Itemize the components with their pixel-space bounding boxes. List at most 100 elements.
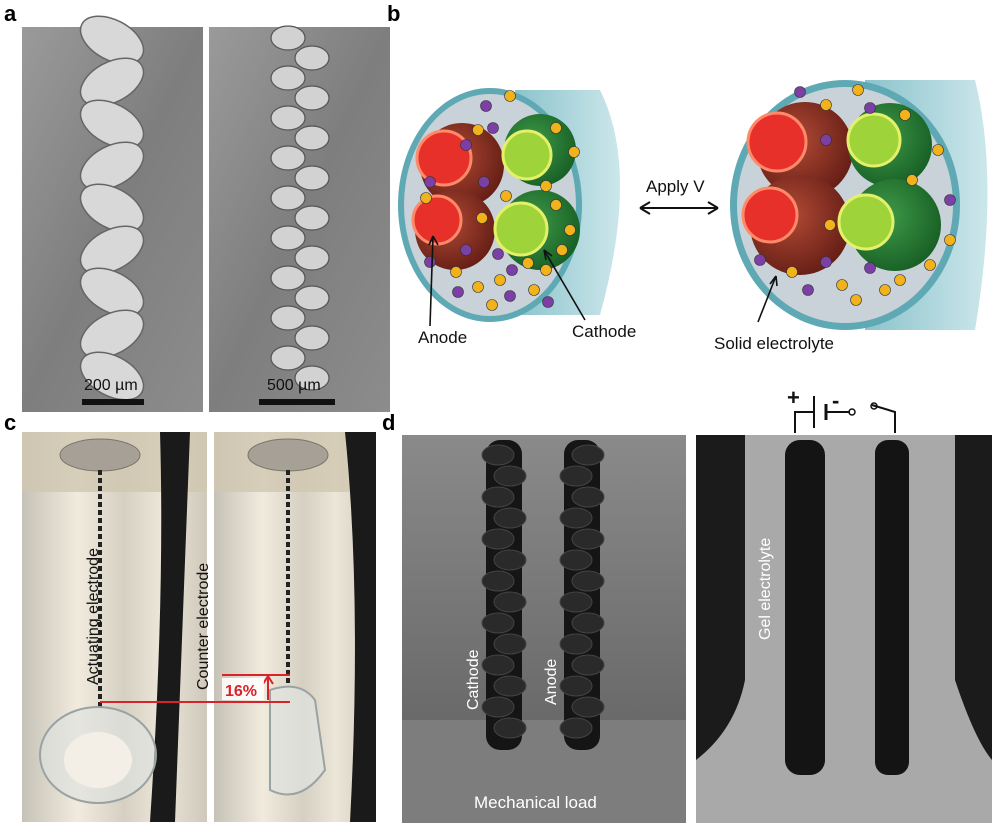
ply-bead [270, 65, 306, 91]
cathode-fiber-right-1 [846, 112, 902, 168]
cathode-label: Cathode [465, 649, 482, 710]
panel-label-c: c [4, 410, 16, 435]
yarn-twist [481, 612, 515, 634]
positive-ion [899, 109, 911, 121]
positive-ion [924, 259, 936, 271]
ply-bead [270, 225, 306, 251]
anode-fiber-left-1 [415, 129, 473, 187]
positive-ion [504, 90, 516, 102]
yarn-twist [493, 717, 527, 739]
coil-turn [79, 99, 145, 149]
coil-turn [79, 267, 145, 317]
ply-bead [270, 345, 306, 371]
negative-ion [864, 102, 876, 114]
scalebar-left-label: 200 µm [84, 377, 138, 394]
scalebar-right [259, 399, 335, 405]
negative-terminal: - [832, 388, 839, 413]
panel-c: 16% Actuating electrode Counter electrod… [22, 432, 376, 822]
switch-contact-1 [848, 408, 856, 416]
yarn-twist [571, 444, 605, 466]
switch-contact-2 [870, 402, 878, 410]
positive-ion [450, 266, 462, 278]
positive-ion [850, 294, 862, 306]
gel-electrolyte-label: Gel electrolyte [757, 538, 774, 640]
yarn-left [785, 440, 825, 775]
yarn-twist [559, 465, 593, 487]
coil-turn [79, 225, 145, 275]
cathode-fiber-right-2 [837, 193, 895, 251]
coil-turn [79, 183, 145, 233]
positive-ion [540, 180, 552, 192]
gel-electrolyte [696, 435, 992, 823]
positive-ion [894, 274, 906, 286]
negative-ion [864, 262, 876, 274]
negative-ion [492, 248, 504, 260]
positive-ion [944, 234, 956, 246]
negative-ion [794, 86, 806, 98]
ply-bead [270, 105, 306, 131]
yarn-right [875, 440, 909, 775]
positive-ion [550, 122, 562, 134]
negative-ion [424, 176, 436, 188]
apply-v-arrowheads [639, 201, 719, 215]
ply-bead [294, 365, 330, 391]
positive-ion [472, 124, 484, 136]
coil-turn [79, 309, 145, 359]
ply-bead [294, 85, 330, 111]
panel-label-d: d [382, 410, 395, 435]
anode-callout-line [429, 235, 434, 327]
ply-bead [270, 305, 306, 331]
positive-ion [556, 244, 568, 256]
positive-ion [550, 199, 562, 211]
negative-ion [820, 134, 832, 146]
yarn-twist [481, 696, 515, 718]
positive-ion [522, 257, 534, 269]
negative-ion [944, 194, 956, 206]
yarn-twist [571, 612, 605, 634]
yarn-twist [559, 675, 593, 697]
ply-bead [294, 245, 330, 271]
cathode-callout-line [543, 249, 586, 321]
yarn-twist [493, 465, 527, 487]
counter-electrode-label: Counter electrode [195, 563, 212, 690]
yarn-twist [493, 507, 527, 529]
negative-ion [424, 256, 436, 268]
positive-ion [500, 190, 512, 202]
positive-ion [568, 146, 580, 158]
electrolyte-callout-line [757, 275, 777, 323]
positive-ion [824, 219, 836, 231]
mechanical-load-label: Mechanical load [474, 793, 597, 812]
negative-ion [480, 100, 492, 112]
negative-ion [754, 254, 766, 266]
yarn-twist [493, 633, 527, 655]
ply-bead [294, 285, 330, 311]
yarn-twist [559, 507, 593, 529]
positive-ion [476, 212, 488, 224]
negative-ion [452, 286, 464, 298]
negative-ion [504, 290, 516, 302]
coil-turn [79, 15, 145, 65]
anode-fiber-left-2 [411, 194, 463, 246]
yarn-texture [481, 444, 605, 739]
counter-electrode-left [150, 432, 190, 822]
load-ring-right [269, 685, 327, 796]
load-ring-left-hole [64, 732, 132, 788]
clamp-right [247, 438, 329, 472]
yarn-twist [493, 549, 527, 571]
positive-terminal: + [787, 385, 800, 410]
negative-ion [542, 296, 554, 308]
ply-bead [294, 205, 330, 231]
anode-fiber-right-2 [741, 186, 799, 244]
panel-label-a: a [4, 1, 17, 26]
cathode-label: Cathode [572, 322, 636, 341]
cathode-fiber-left-1 [501, 129, 553, 181]
negative-ion [460, 139, 472, 151]
ply-bead [294, 125, 330, 151]
apply-v-label: Apply V [646, 177, 705, 196]
scalebar-right-label: 500 µm [267, 377, 321, 394]
ply-bead [294, 165, 330, 191]
yarn-twist [571, 696, 605, 718]
panel-label-b: b [387, 1, 400, 26]
strain-label: 16% [225, 683, 257, 700]
yarn-twist [559, 549, 593, 571]
